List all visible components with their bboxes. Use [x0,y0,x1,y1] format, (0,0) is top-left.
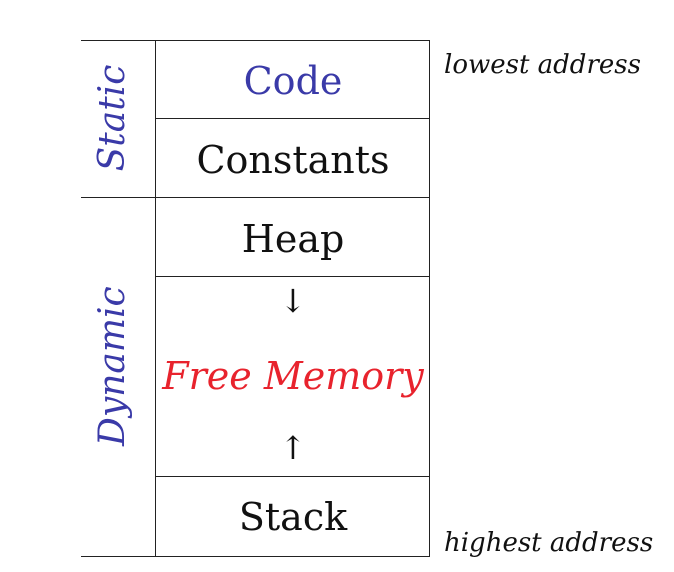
divider-bottom [81,556,430,557]
heap-growth-arrow: ↓ [279,282,307,320]
segment-column-right-border [429,40,430,557]
segment-constants: Constants [196,138,390,182]
segment-heap: Heap [241,217,345,261]
divider-top [81,40,430,41]
region-label-static: Static [92,64,133,172]
divider-free-stack [156,476,430,477]
stack-growth-arrow: ↑ [279,429,307,467]
region-column-border [155,40,156,557]
segment-stack: Stack [238,495,348,539]
divider-code-constants [156,118,430,119]
divider-heap-free [156,276,430,277]
region-label-dynamic: Dynamic [92,286,133,446]
segment-code: Code [243,59,343,103]
highest-address-label: highest address [444,528,654,558]
segment-free-memory: Free Memory [162,354,424,398]
divider-static-dynamic [81,197,430,198]
lowest-address-label: lowest address [444,50,641,80]
